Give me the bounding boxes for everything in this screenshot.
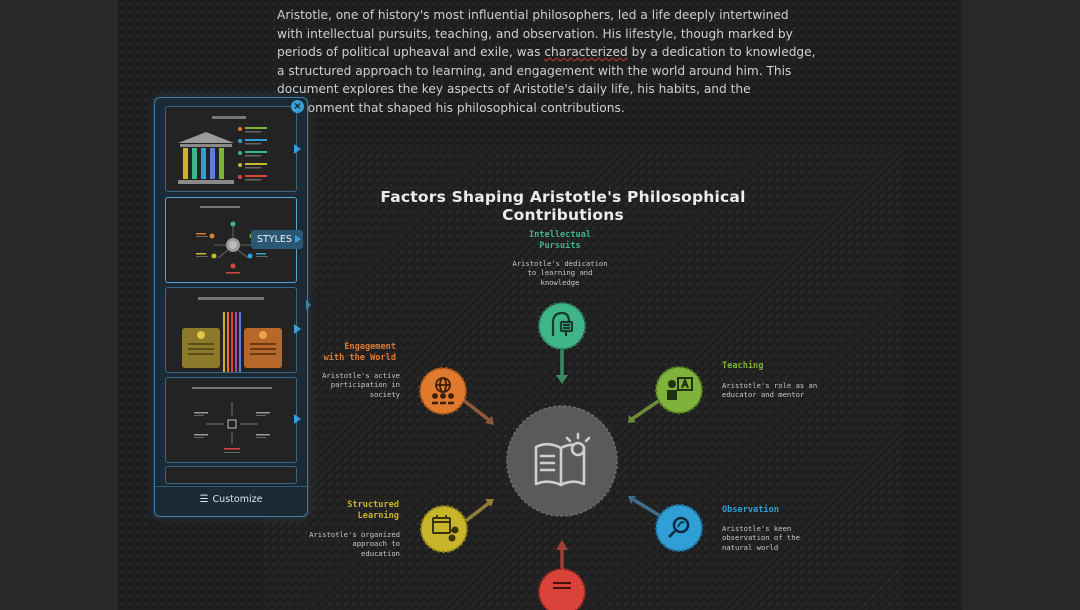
factor-title-intellectual: Intellectual Pursuits	[528, 230, 592, 251]
customize-button[interactable]: ☰Customize	[155, 486, 307, 516]
teacher-board-icon	[667, 377, 693, 400]
node-intellectual	[538, 302, 586, 350]
cross-layout-preview-icon	[192, 387, 272, 453]
factor-desc-engagement: Aristotle's active participation in soci…	[322, 371, 400, 399]
spellcheck-word[interactable]: characterized	[544, 45, 628, 60]
connector-engagement	[460, 397, 494, 425]
intro-text-2: by a dedication to knowledge, a structur…	[277, 45, 816, 115]
split-layout-preview-icon	[182, 297, 282, 372]
play-arrow-icon	[295, 235, 301, 243]
style-thumbnail-5[interactable]	[165, 466, 297, 484]
factor-desc-intellectual: Aristotle's dedication to learning and k…	[512, 259, 608, 287]
factor-desc-teaching: Aristotle's role as an educator and ment…	[722, 381, 818, 400]
style-thumbnail-3[interactable]	[165, 287, 297, 373]
factor-title-structured: Structured Learning	[347, 500, 399, 521]
thumbnail-3-arrow-icon[interactable]	[294, 324, 301, 334]
factor-desc-structured: Aristotle's organized approach to educat…	[309, 530, 400, 558]
calendar-network-icon	[432, 515, 459, 542]
factor-title-observation: Observation	[722, 505, 779, 515]
infographic-title: Factors Shaping Aristotle's Philosophica…	[380, 188, 746, 224]
sliders-icon: ☰	[199, 494, 209, 505]
style-thumbnail-1[interactable]	[165, 106, 297, 192]
connector-observation	[628, 496, 663, 519]
document-icon	[553, 582, 571, 589]
styles-button[interactable]: STYLES	[251, 230, 303, 249]
node-structured	[420, 505, 468, 553]
styles-label: STYLES	[257, 234, 292, 245]
factor-desc-observation: Aristotle's keen observation of the natu…	[722, 524, 800, 552]
node-observation	[655, 504, 703, 552]
book-lightbulb-icon	[534, 432, 591, 487]
factor-title-teaching: Teaching	[722, 361, 764, 371]
factor-title-engagement: Engagement with the World	[323, 342, 396, 363]
thinking-head-icon	[551, 311, 574, 336]
panel-pointer	[306, 300, 311, 310]
node-bottom	[538, 568, 586, 610]
connector-structured	[461, 499, 494, 525]
style-thumbnail-4[interactable]	[165, 377, 297, 463]
infographic-background[interactable]	[264, 150, 904, 610]
close-icon[interactable]: ×	[291, 100, 304, 113]
globe-people-icon	[432, 377, 454, 405]
temple-layout-preview-icon	[178, 116, 267, 184]
magnifier-icon	[668, 516, 690, 538]
thumbnail-1-arrow-icon[interactable]	[294, 144, 301, 154]
thumbnail-4-arrow-icon[interactable]	[294, 414, 301, 424]
node-engagement	[419, 367, 467, 415]
connector-teaching	[628, 398, 661, 423]
customize-label: Customize	[212, 494, 263, 505]
intro-text-1: Aristotle, one of history's most influen…	[277, 8, 793, 60]
intro-paragraph: Aristotle, one of history's most influen…	[277, 6, 817, 118]
node-teaching	[655, 366, 703, 414]
